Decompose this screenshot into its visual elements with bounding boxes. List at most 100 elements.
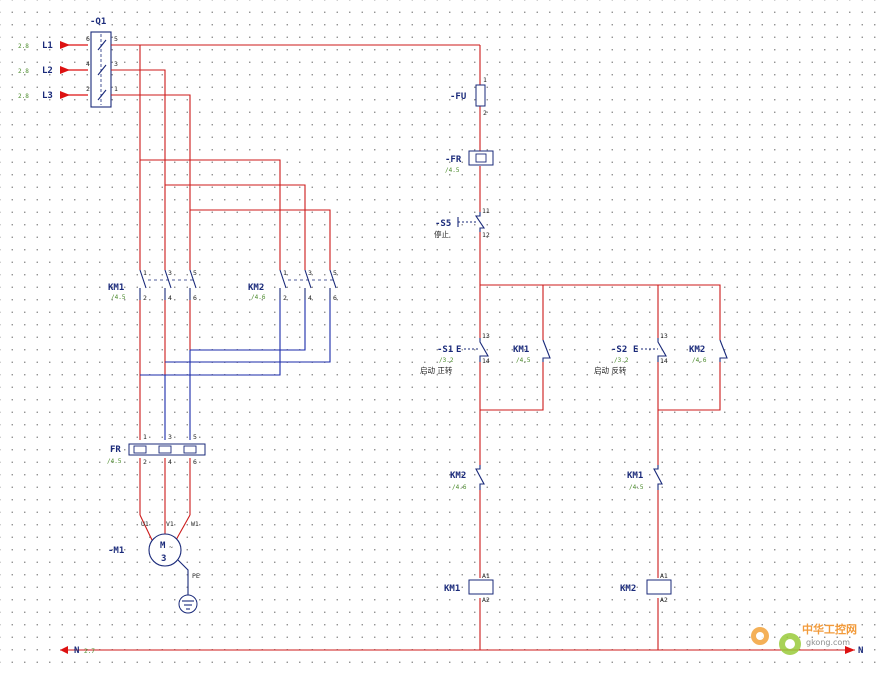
s2-label: -S2 <box>611 345 627 355</box>
km2-interlock-contact: KM2 /4.6 <box>450 465 485 491</box>
km2-coil-pin: A1 <box>660 572 668 580</box>
reversal-wiring <box>140 300 331 440</box>
motor-terminal: U1 <box>141 520 149 528</box>
km2-pin: 3 <box>308 269 312 277</box>
q1-label: -Q1 <box>90 17 106 27</box>
l3-label: L3 <box>42 91 53 101</box>
km1-hold-ref: /4.5 <box>516 357 531 364</box>
neutral-left-label: N <box>74 646 79 656</box>
km1-interlock-ref: /4.5 <box>629 484 644 491</box>
km1-coil-pin: A2 <box>482 596 490 604</box>
km1-coil-pin: A1 <box>482 572 490 580</box>
q1-pin: 6 <box>86 35 90 43</box>
fr-main-label: FR <box>110 445 121 455</box>
neutral-right-label: N <box>858 646 863 656</box>
watermark-text: 中华工控网 <box>802 622 857 636</box>
q1-pin: 5 <box>114 35 118 43</box>
stop-button-s5: -S5 停止 11 12 <box>434 207 490 239</box>
km1-pin: 6 <box>193 294 197 302</box>
motor-symbol: M <box>160 541 166 551</box>
fuse-pin: 1 <box>483 76 487 84</box>
s2-pin: 14 <box>660 357 668 365</box>
km2-interlock-label: KM2 <box>450 471 466 481</box>
l1-arrow-icon <box>60 41 70 49</box>
start-reverse-button-s2: -S2 /3.2 启动 反转 E 13 14 <box>594 332 668 375</box>
q1-pin: 1 <box>114 85 118 93</box>
km2-interlock-ref: /4.6 <box>452 484 467 491</box>
s1-e-mark: E <box>456 345 461 355</box>
ground-icon <box>178 594 198 614</box>
km1-pin: 1 <box>143 269 147 277</box>
coil-icon <box>646 579 672 595</box>
km1-coil-label: KM1 <box>444 584 460 594</box>
fr-pin: 2 <box>143 458 147 466</box>
gear-icon <box>751 627 801 655</box>
km1-interlock-label: KM1 <box>627 471 643 481</box>
l3-arrow-icon <box>60 91 70 99</box>
watermark: 中华工控网 gkong.com <box>751 622 857 655</box>
motor-terminal: V1 <box>166 520 174 528</box>
km2-hold-contact: KM2 /4.6 <box>689 339 728 364</box>
q1-pin: 2 <box>86 85 90 93</box>
motor-label: -M1 <box>108 546 124 556</box>
motor-pe: PE <box>192 572 200 580</box>
s1-label: -S1 <box>437 345 453 355</box>
fuse-fu: -FU 1 2 <box>450 76 487 117</box>
motor-phase: 3 <box>161 554 166 564</box>
km1-pin: 3 <box>168 269 172 277</box>
s2-e-mark: E <box>633 345 638 355</box>
km1-pin: 2 <box>143 294 147 302</box>
s2-caption: 启动 反转 <box>594 365 627 375</box>
s1-caption: 启动 正转 <box>420 365 453 375</box>
l3-ref: 2.8 <box>18 93 29 100</box>
fr-main-ref: /4.5 <box>107 458 122 465</box>
s1-pin: 14 <box>482 357 490 365</box>
fr-pin: 1 <box>143 433 147 441</box>
km2-coil-label: KM2 <box>620 584 636 594</box>
start-forward-button-s1: -S1 /3.2 启动 正转 E 13 14 <box>420 332 490 375</box>
s1-ref: /3.2 <box>439 357 454 364</box>
motor-tilde: ~ <box>169 543 173 551</box>
fr-control-label: -FR <box>445 155 462 165</box>
fr-control-ref: /4.5 <box>445 167 460 174</box>
fr-pin: 3 <box>168 433 172 441</box>
q1-pin: 4 <box>86 60 90 68</box>
fr-pin: 4 <box>168 458 172 466</box>
km2-pin: 2 <box>283 294 287 302</box>
km2-pin: 6 <box>333 294 337 302</box>
s2-pin: 13 <box>660 332 668 340</box>
q1-pin: 3 <box>114 60 118 68</box>
l1-ref: 2.8 <box>18 43 29 50</box>
km2-pin: 1 <box>283 269 287 277</box>
coil-icon <box>468 579 494 595</box>
power-wiring <box>111 44 480 541</box>
neutral-left-ref: 2.7 <box>84 648 95 655</box>
l1-label: L1 <box>42 41 53 51</box>
fr-pin: 5 <box>193 433 197 441</box>
km1-hold-label: KM1 <box>513 345 529 355</box>
km1-pin: 5 <box>193 269 197 277</box>
fr-thermal-relay: FR /4.5 1 3 5 2 4 6 <box>107 433 206 466</box>
watermark-url: gkong.com <box>806 638 850 647</box>
km1-main-contacts: KM1 /4.5 1 3 5 2 4 6 <box>108 269 197 302</box>
s5-caption: 停止 <box>434 229 449 239</box>
km2-main-contacts: KM2 /4.6 1 3 5 2 4 6 <box>248 269 337 302</box>
neutral-right-arrow-icon <box>845 646 855 654</box>
s2-ref: /3.2 <box>614 357 629 364</box>
s5-label: -S5 <box>435 219 451 229</box>
km2-hold-label: KM2 <box>689 345 705 355</box>
km1-main-ref: /4.5 <box>111 294 126 301</box>
s5-pin: 11 <box>482 207 490 215</box>
km2-pin: 5 <box>333 269 337 277</box>
km1-coil: KM1 A1 A2 <box>444 572 494 604</box>
km1-hold-contact: KM1 /4.5 <box>513 339 551 364</box>
motor-icon <box>148 533 182 567</box>
fr-control-contact: -FR /4.5 <box>445 150 494 174</box>
breaker-q1: -Q1 6 4 2 5 3 1 <box>86 17 118 108</box>
control-wiring <box>60 45 855 651</box>
fuse-label: -FU <box>450 92 466 102</box>
fr-pin: 6 <box>193 458 197 466</box>
motor-terminal: W1 <box>191 520 199 528</box>
neutral-left-arrow-icon <box>60 646 68 654</box>
fuse-pin: 2 <box>483 109 487 117</box>
